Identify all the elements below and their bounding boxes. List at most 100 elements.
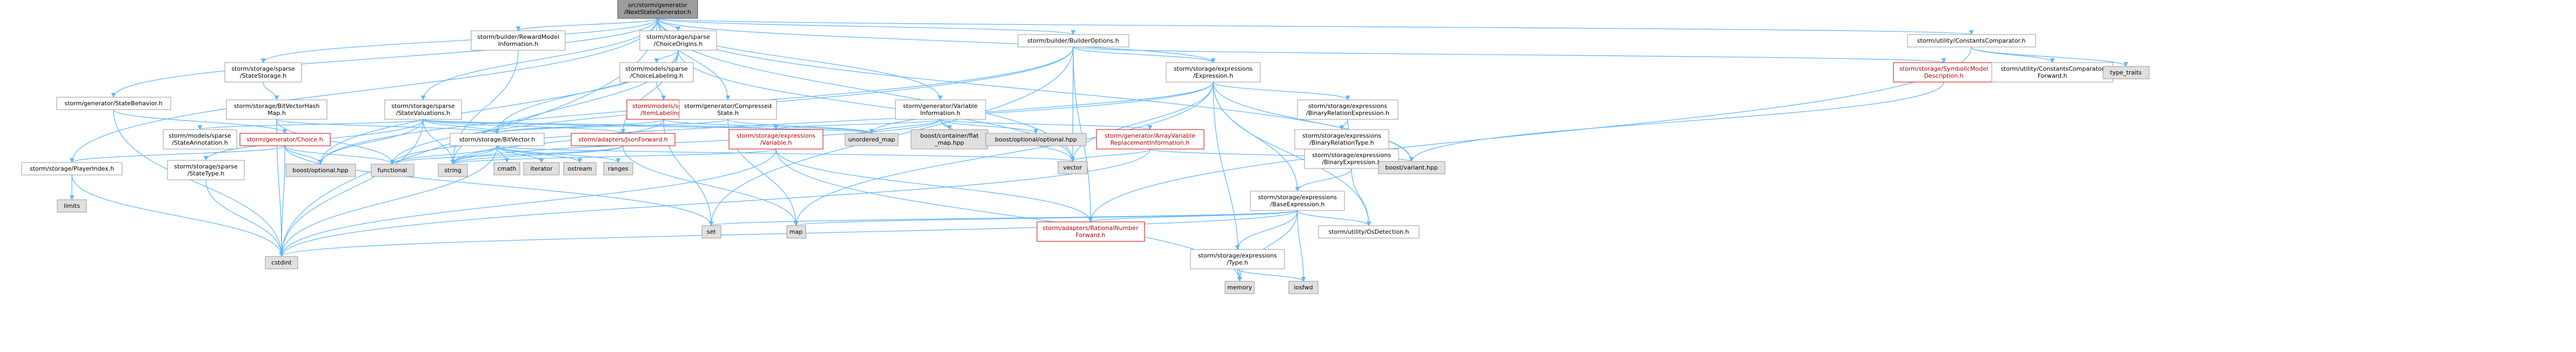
node-box [1297, 99, 1399, 120]
edge-baseExpression-to-osDetection [1297, 210, 1371, 226]
graph-node-constantsComparatorFwd[interactable]: storm/utility/ConstantsComparatorForward… [1991, 62, 2113, 83]
node-box [845, 133, 899, 146]
edge-itemLabeling-to-bitVector [494, 119, 664, 134]
node-label-line: /ChoiceLabeling.h [630, 72, 683, 79]
edge-expression-to-unorderedMap [869, 82, 1214, 134]
graph-node-stateValuations[interactable]: storm/storage/sparse/StateValuations.h [384, 99, 462, 120]
graph-node-constantsComparator[interactable]: storm/utility/ConstantsComparator.h [1907, 34, 2036, 48]
node-label-line: /StateAnnotation.h [172, 139, 228, 146]
edge-stateStorage-to-bitVectorHashMap [263, 82, 279, 100]
node-label-line: storm/storage/sparse [646, 33, 710, 40]
graph-node-playerIndex[interactable]: storm/storage/PlayerIndex.h [21, 162, 123, 175]
node-label-line: set [707, 228, 716, 235]
node-label-line: storm/storage/expressions [1174, 65, 1253, 72]
edge-choiceLabeling-to-itemLabeling [656, 82, 666, 100]
node-box [384, 99, 462, 120]
node-label-line: vector [1063, 164, 1082, 171]
node-label-line: storm/storage/expressions [1308, 103, 1387, 110]
node-box [728, 129, 824, 150]
edge-bitVectorHashMap-to-bitVector [276, 119, 500, 134]
node-box [224, 62, 302, 83]
graph-node-binaryRelationExpr[interactable]: storm/storage/expressions/BinaryRelation… [1297, 99, 1399, 120]
edge-root-to-expression [657, 18, 1216, 63]
edge-variableInfo-to-arrayVarReplInfo [940, 119, 1153, 130]
graph-node-boostVariant: boost/variant.hpp [1378, 161, 1446, 174]
edge-baseExpression-to-set [709, 210, 1298, 226]
graph-node-bitVector[interactable]: storm/storage/BitVector.h [450, 133, 545, 146]
graph-node-jsonForward[interactable]: storm/adapters/JsonForward.h [571, 133, 675, 146]
graph-node-ostream: ostream [563, 162, 597, 175]
graph-node-choiceOrigins[interactable]: storm/storage/sparse/ChoiceOrigins.h [639, 30, 717, 51]
graph-node-ranges: ranges [603, 162, 633, 175]
node-box [1250, 191, 1345, 211]
edge-baseExpression-to-iosfwd [1297, 210, 1306, 282]
graph-node-stateStorage[interactable]: storm/storage/sparse/StateStorage.h [224, 62, 302, 83]
edge-generatorChoice-to-playerIndex [69, 145, 285, 163]
node-label-line: storm/storage/PlayerIndex.h [30, 165, 114, 172]
edge-stateValuations-to-stateAnnotation [197, 119, 424, 130]
graph-node-generatorChoice[interactable]: storm/generator/Choice.h [239, 133, 331, 146]
graph-node-exprVariable[interactable]: storm/storage/expressions/Variable.h [728, 129, 824, 150]
graph-node-stateType[interactable]: storm/storage/sparse/StateType.h [167, 160, 245, 180]
graph-node-iterator: iterator [523, 162, 560, 175]
node-box [563, 162, 597, 175]
node-box [167, 160, 245, 180]
edge-expression-to-binaryRelationExpr [1213, 82, 1350, 100]
graph-node-exprType[interactable]: storm/storage/expressions/Type.h [1190, 249, 1285, 269]
edge-builderOptions-to-symbolicModelDesc [1073, 46, 1946, 63]
edge-exprVariable-to-string [450, 148, 777, 165]
node-label-line: /StateStorage.h [240, 72, 286, 79]
edge-exprVariable-to-rationalNumberFwd [775, 148, 1093, 222]
graph-node-expression[interactable]: storm/storage/expressions/Expression.h [1166, 62, 1261, 83]
node-label-line: type_traits [2110, 69, 2142, 76]
graph-node-builderOptions[interactable]: storm/builder/BuilderOptions.h [1018, 34, 1129, 48]
graph-node-baseExpression[interactable]: storm/storage/expressions/BaseExpression… [1250, 191, 1345, 211]
graph-node-osDetection[interactable]: storm/utility/OsDetection.h [1318, 225, 1420, 239]
edge-jsonForward-to-string [450, 145, 624, 165]
node-box [1288, 281, 1319, 294]
edge-stateValuations-to-exprVariable [423, 119, 778, 130]
node-label-line: storm/generator/Variable [903, 103, 978, 110]
node-box [679, 99, 777, 120]
node-box [617, 0, 698, 19]
node-label-line: src/storm/generator [628, 2, 687, 9]
node-box [895, 99, 986, 120]
graph-node-root[interactable]: src/storm/generator/NextStateGenerator.h [617, 0, 698, 19]
node-label-line: storm/storage/expressions [1258, 194, 1337, 201]
edge-binaryExpression-to-osDetection [1351, 168, 1371, 226]
edge-generatorChoice-to-boostOptional [284, 145, 323, 165]
node-label-line: Forward.h [2038, 72, 2068, 79]
edge-bitVector-to-ostream [497, 145, 583, 163]
graph-node-choiceLabeling[interactable]: storm/models/sparse/ChoiceLabeling.h [619, 62, 694, 83]
graph-node-binaryRelationType[interactable]: storm/storage/expressions/BinaryRelation… [1294, 129, 1389, 150]
graph-node-stateAnnotation[interactable]: storm/models/sparse/StateAnnotation.h [163, 129, 237, 150]
graph-node-typeTraits: type_traits [2103, 66, 2150, 79]
node-box [21, 162, 123, 175]
edge-baseExpression-to-exprType [1235, 210, 1298, 250]
edge-variableInfo-to-boostOptionalHpp [940, 119, 1039, 134]
graph-node-stateBehavior[interactable]: storm/generator/StateBehavior.h [56, 97, 171, 110]
graph-node-limits: limits [57, 199, 87, 213]
node-label-line: /ItemLabeling.h [640, 110, 687, 117]
node-box [571, 133, 675, 146]
edge-root-to-builderOptions [657, 18, 1076, 35]
node-label-line: storm/storage/SymbolicModel [1899, 65, 1988, 72]
node-box [1907, 34, 2036, 48]
node-label-line: storm/models/sparse [625, 65, 688, 72]
graph-node-arrayVarReplInfo[interactable]: storm/generator/ArrayVariableReplacement… [1096, 129, 1205, 150]
node-label-line: storm/adapters/JsonForward.h [578, 136, 667, 143]
edge-stateValuations-to-unorderedMap [423, 119, 874, 134]
node-label-line: storm/builder/RewardModel [477, 33, 559, 40]
graph-node-map: map [786, 225, 806, 239]
node-label-line: storm/storage/BitVectorHash [234, 103, 320, 110]
edge-root-to-stateBehavior [111, 18, 658, 98]
edge-jsonForward-to-functional [390, 145, 624, 165]
node-label-line: iterator [531, 165, 553, 172]
